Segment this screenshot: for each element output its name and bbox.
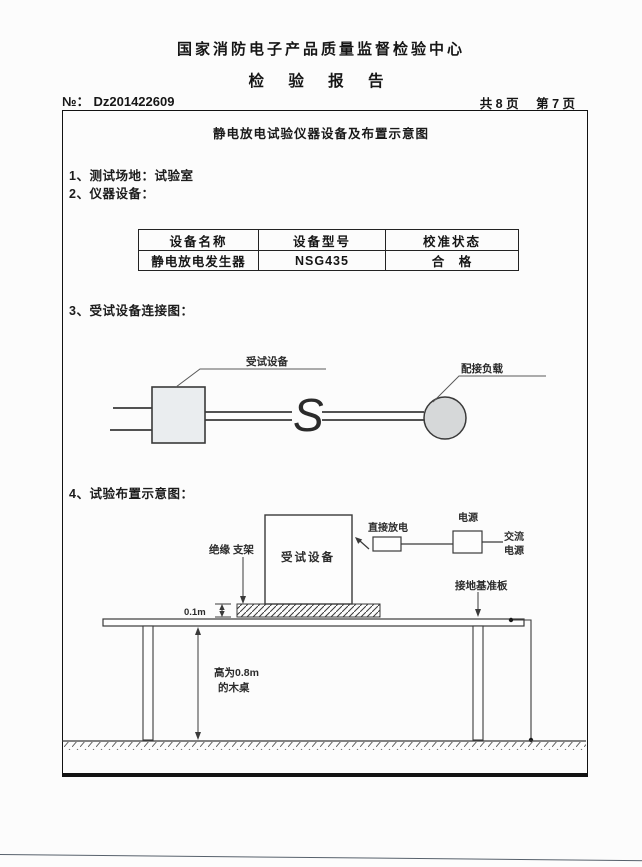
ground-plane-arrow — [475, 592, 481, 617]
table-leg-left — [142, 625, 154, 741]
load-circle — [423, 396, 467, 440]
pages-total: 共 8 页 — [479, 97, 519, 111]
scan-edge-artifact — [0, 854, 642, 862]
item-equipment: 2、仪器设备： — [69, 187, 155, 201]
support-height-dimension — [215, 603, 231, 618]
table-height-label-line2: 的木桌 — [218, 681, 250, 694]
report-number: №：Dz201422609 — [62, 91, 174, 110]
table-height-dimension — [195, 627, 201, 740]
report-title: 检 验 报 告 — [248, 73, 394, 90]
eut-box — [151, 386, 206, 444]
report-number-label: №： — [62, 94, 90, 109]
grounding-wire — [508, 617, 534, 743]
ac-power-label-line1: 交流 — [504, 530, 524, 543]
equipment-table-row: 静电放电发生器 NSG435 合 格 — [138, 250, 519, 271]
item-connection-diagram: 3、受试设备连接图： — [69, 304, 194, 318]
connection-diagram: 受试设备 S 配接负载 — [110, 355, 546, 444]
insulating-support-bar — [236, 603, 381, 618]
section-title: 静电放电试验仪器设备及布置示意图 — [212, 127, 429, 141]
load-label: 配接负载 — [461, 362, 503, 375]
col-header-device-model: 设备型号 — [258, 229, 386, 251]
org-title: 国家消防电子产品质量监督检验中心 — [176, 41, 465, 58]
eut-leader-line — [175, 368, 326, 388]
report-number-value: Dz201422609 — [93, 94, 175, 109]
eut-left-wires — [110, 407, 152, 431]
eut-box — [264, 514, 353, 605]
power-supply-label: 电源 — [458, 511, 478, 524]
col-header-calibration-status: 校准状态 — [385, 229, 519, 251]
discharge-arrow — [355, 537, 370, 550]
cell-device-name: 静电放电发生器 — [138, 250, 259, 271]
item-test-site: 1、测试场地：试验室 — [69, 169, 194, 183]
ground-plane-label: 接地基准板 — [455, 579, 508, 592]
table-leg-right — [472, 625, 484, 741]
ac-power-label-line2: 电源 — [504, 544, 524, 557]
cable-break-symbol: S — [293, 389, 324, 441]
page-info: 共 8 页 第 7 页 — [480, 93, 575, 112]
item-layout-diagram: 4、试验布置示意图： — [69, 487, 194, 501]
ground-hatching — [62, 742, 586, 750]
cable-double-line — [205, 411, 424, 421]
equipment-table: 设备名称 设备型号 校准状态 静电放电发生器 NSG435 合 格 — [138, 229, 519, 271]
cell-calibration-status: 合 格 — [385, 250, 519, 271]
equipment-table-header-row: 设备名称 设备型号 校准状态 — [138, 229, 519, 251]
load-leader-line — [432, 375, 546, 403]
discharge-generator-box — [372, 536, 402, 552]
power-supply-box — [452, 530, 483, 554]
insulating-support-label: 绝缘 支架 — [209, 543, 254, 556]
direct-discharge-label: 直接放电 — [368, 521, 408, 534]
table-height-label-line1: 高为0.8m — [214, 666, 259, 679]
table-top — [102, 618, 525, 627]
col-header-device-name: 设备名称 — [138, 229, 259, 251]
content-border-box — [62, 110, 588, 777]
eut-label: 受试设备 — [281, 550, 335, 564]
insulating-support-arrow — [240, 557, 246, 604]
support-height-label: 0.1m — [184, 607, 206, 618]
cell-device-model: NSG435 — [258, 250, 386, 271]
page-current: 第 7 页 — [536, 97, 575, 111]
layout-diagram: 受试设备 绝缘 支架 0.1m 直接放电 电源 交流 电源 接地基准板 — [62, 511, 586, 750]
eut-label: 受试设备 — [246, 355, 288, 368]
